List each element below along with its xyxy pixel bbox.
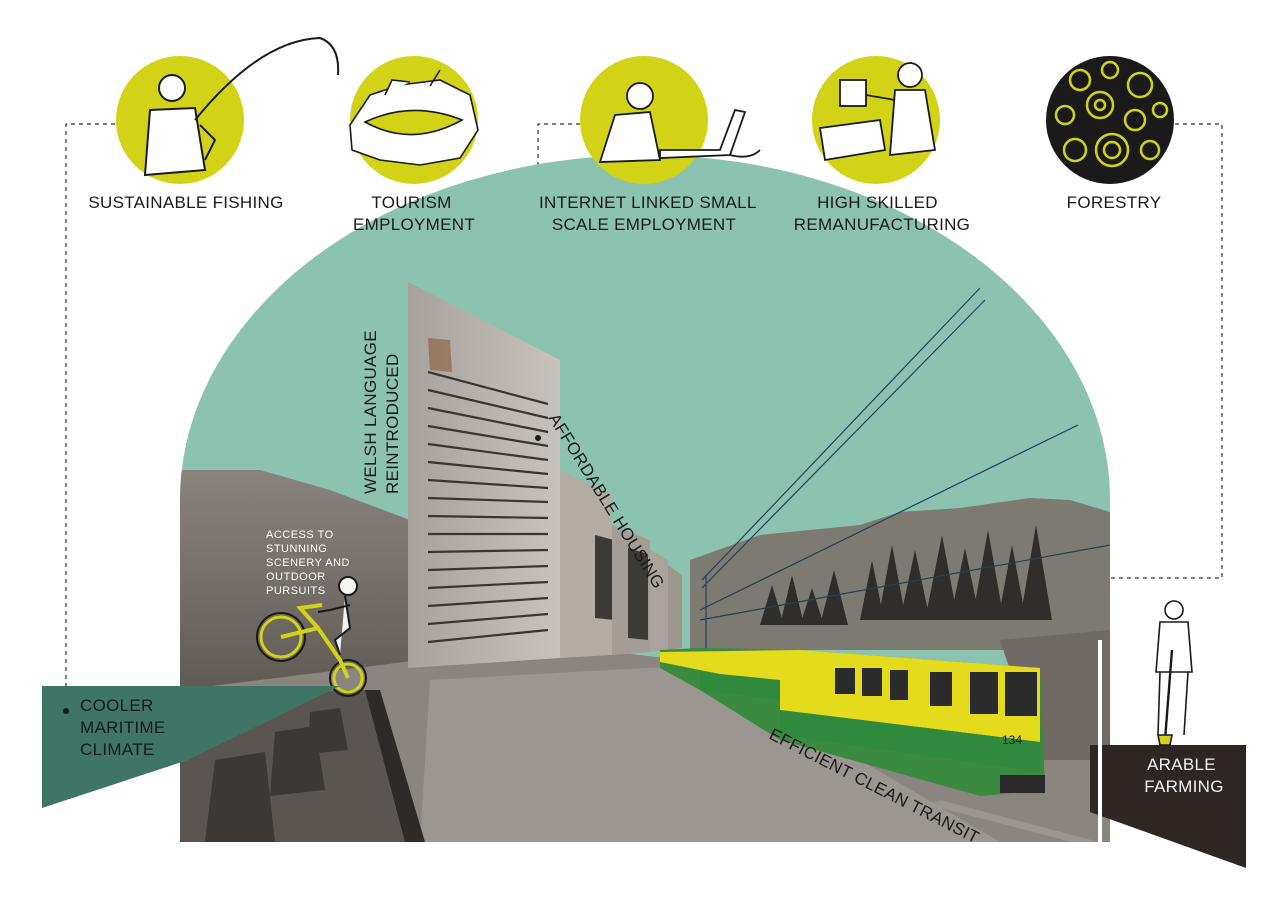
connector-dot-housing xyxy=(535,435,541,441)
climate-panel: COOLER MARITIME CLIMATE xyxy=(42,686,340,808)
tourism-label: TOURISM EMPLOYMENT xyxy=(353,193,475,234)
icon-item-remanufacturing: HIGH SKILLED REMANUFACTURING xyxy=(794,56,970,234)
wall-edge xyxy=(365,690,425,842)
welsh-text-wall xyxy=(408,282,560,668)
farming-panel: ARABLE FARMING xyxy=(1090,600,1246,868)
climate-label: COOLER MARITIME CLIMATE xyxy=(80,696,171,759)
calligraphy-lines xyxy=(427,370,549,644)
housing-blocks xyxy=(560,470,682,658)
grass-right xyxy=(1000,630,1110,760)
laptop-worker-icon xyxy=(598,82,761,163)
tree-line xyxy=(760,525,1052,625)
train: 134 xyxy=(660,648,1110,842)
cyclist xyxy=(256,576,367,697)
connector-fishing-climate xyxy=(65,123,115,700)
connector-forestry-farming xyxy=(1108,123,1223,579)
train-number: 134 xyxy=(1002,733,1022,747)
overhead-wires xyxy=(699,287,1110,660)
icon-item-fishing: SUSTAINABLE FISHING xyxy=(88,36,340,212)
fishing-icon xyxy=(143,36,340,177)
farming-label: ARABLE FARMING xyxy=(1144,755,1224,796)
welsh-language-label: WELSH LANGUAGE REINTRODUCED xyxy=(361,325,402,494)
icon-item-tourism: TOURISM EMPLOYMENT xyxy=(349,56,479,234)
internet-label: INTERNET LINKED SMALL SCALE EMPLOYMENT xyxy=(539,193,761,234)
forestry-label: FORESTRY xyxy=(1067,193,1162,212)
remanufacturing-label: HIGH SKILLED REMANUFACTURING xyxy=(794,193,970,234)
wall-blocks xyxy=(205,708,348,842)
farmer-icon xyxy=(1155,600,1193,746)
remanufacturing-icon xyxy=(818,62,937,162)
connector-dot-climate xyxy=(63,708,69,714)
icon-row: SUSTAINABLE FISHING TOURISM EMPLOYMENT xyxy=(88,36,1174,234)
icon-item-internet: INTERNET LINKED SMALL SCALE EMPLOYMENT xyxy=(539,56,761,234)
field xyxy=(420,665,1000,842)
connector-lines xyxy=(65,123,1223,700)
dome-scene: 134 xyxy=(180,155,1110,842)
icon-item-forestry: FORESTRY xyxy=(1046,56,1174,212)
forestry-icon xyxy=(1054,60,1169,168)
outdoor-label: ACCESS TO STUNNING SCENERY AND OUTDOOR P… xyxy=(266,529,354,597)
illuminated-capital xyxy=(428,338,452,372)
tourism-icon xyxy=(349,69,479,166)
fishing-label: SUSTAINABLE FISHING xyxy=(88,193,283,212)
connector-internet-housing xyxy=(537,123,580,440)
